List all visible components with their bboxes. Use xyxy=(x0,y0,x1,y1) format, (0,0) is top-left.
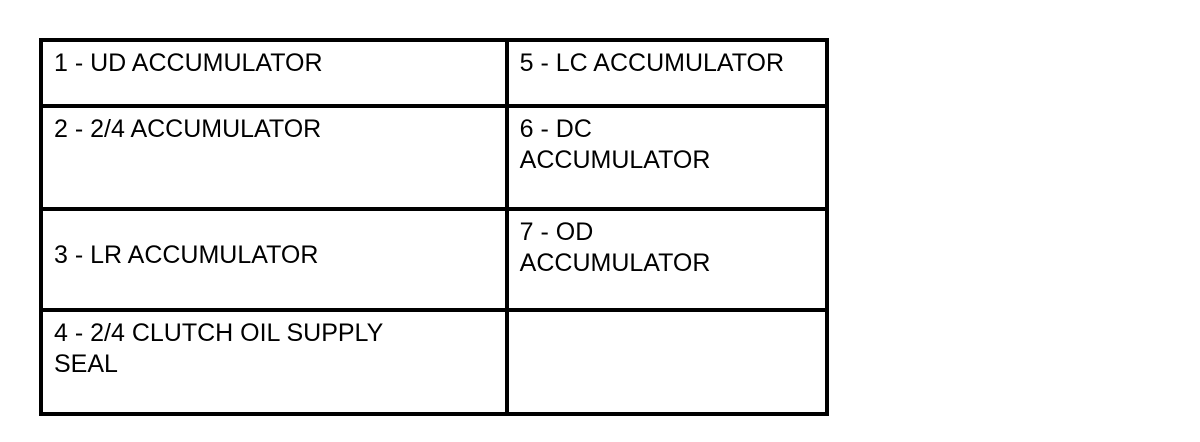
legend-item-5: 5 - LC ACCUMULATOR xyxy=(519,49,785,77)
table-row: 3 - LR ACCUMULATOR 7 - OD ACCUMULATOR xyxy=(39,207,830,313)
legend-item-3: 3 - LR ACCUMULATOR xyxy=(54,241,319,270)
table-row: 4 - 2/4 CLUTCH OIL SUPPLY SEAL xyxy=(39,308,830,416)
legend-cell: 3 - LR ACCUMULATOR xyxy=(39,207,509,313)
legend-cell: 4 - 2/4 CLUTCH OIL SUPPLY SEAL xyxy=(39,308,509,416)
legend-item-6: 6 - DC ACCUMULATOR xyxy=(519,114,711,174)
table-row: 1 - UD ACCUMULATOR 5 - LC ACCUMULATOR xyxy=(39,38,830,108)
legend-cell: 1 - UD ACCUMULATOR xyxy=(39,38,509,108)
legend-table: 1 - UD ACCUMULATOR 5 - LC ACCUMULATOR 2 … xyxy=(39,38,830,416)
legend-cell: 2 - 2/4 ACCUMULATOR xyxy=(39,103,509,212)
table-row: 2 - 2/4 ACCUMULATOR 6 - DC ACCUMULATOR xyxy=(39,103,830,212)
legend-cell-empty xyxy=(504,308,830,416)
legend-item-7: 7 - OD ACCUMULATOR xyxy=(519,218,711,278)
legend-item-2: 2 - 2/4 ACCUMULATOR xyxy=(54,114,322,143)
legend-item-1: 1 - UD ACCUMULATOR xyxy=(54,49,323,77)
legend-cell: 6 - DC ACCUMULATOR xyxy=(504,103,830,212)
legend-cell: 7 - OD ACCUMULATOR xyxy=(504,207,830,313)
legend-item-4: 4 - 2/4 CLUTCH OIL SUPPLY SEAL xyxy=(54,319,383,379)
legend-cell: 5 - LC ACCUMULATOR xyxy=(504,38,830,108)
